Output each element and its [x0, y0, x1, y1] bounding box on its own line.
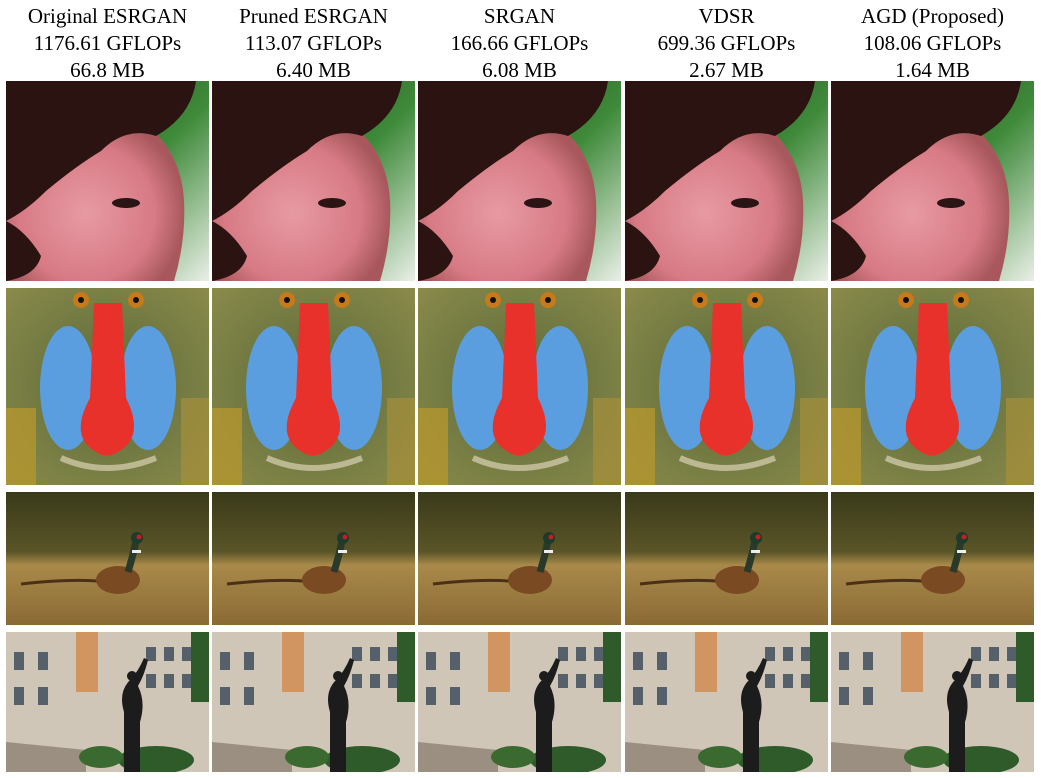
gflops-label: 108.06 GFLOPs: [863, 31, 1002, 55]
pheasant-image: [6, 492, 209, 625]
method-name: VDSR: [698, 4, 755, 28]
method-name: Pruned ESRGAN: [239, 4, 388, 28]
child-face-image: [418, 81, 621, 281]
building-statue-image: [418, 632, 621, 772]
pheasant-image: [212, 492, 415, 625]
gflops-label: 113.07 GFLOPs: [245, 31, 382, 55]
mandrill-image: [625, 288, 828, 485]
model-size-label: 1.64 MB: [895, 58, 970, 82]
child-face-image: [212, 81, 415, 281]
model-size-label: 2.67 MB: [689, 58, 764, 82]
model-size-label: 6.08 MB: [482, 58, 557, 82]
model-size-label: 66.8 MB: [70, 58, 145, 82]
method-name: Original ESRGAN: [27, 4, 188, 28]
building-statue-image: [831, 632, 1034, 772]
mandrill-image: [418, 288, 621, 485]
mandrill-image: [831, 288, 1034, 485]
child-face-image: [625, 81, 828, 281]
method-name: AGD (Proposed): [861, 4, 1004, 28]
child-face-image: [831, 81, 1034, 281]
building-statue-image: [625, 632, 828, 772]
pheasant-image: [625, 492, 828, 625]
pheasant-image: [418, 492, 621, 625]
method-name: SRGAN: [483, 4, 556, 28]
gflops-label: 699.36 GFLOPs: [657, 31, 796, 55]
mandrill-image: [6, 288, 209, 485]
pheasant-image: [831, 492, 1034, 625]
mandrill-image: [212, 288, 415, 485]
gflops-label: 166.66 GFLOPs: [450, 31, 589, 55]
child-face-image: [6, 81, 209, 281]
building-statue-image: [6, 632, 209, 772]
building-statue-image: [212, 632, 415, 772]
gflops-label: 1176.61 GFLOPs: [33, 31, 182, 55]
model-size-label: 6.40 MB: [276, 58, 351, 82]
